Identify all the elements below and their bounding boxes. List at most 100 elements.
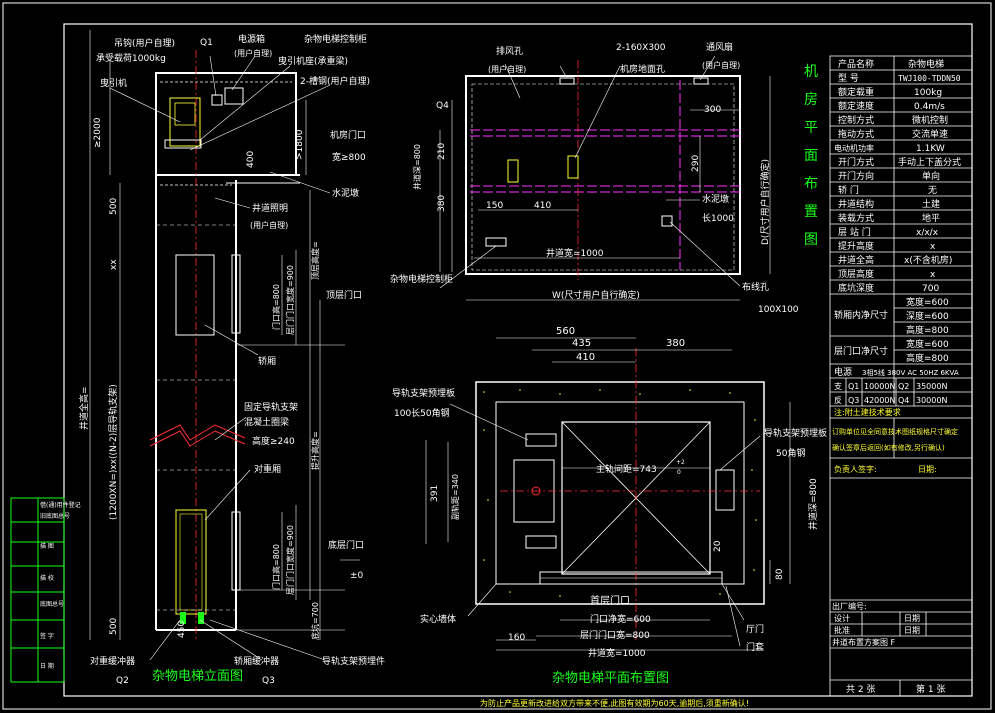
mp-cable-hole-size: 100X100: [758, 305, 799, 315]
mp-controller: 杂物电梯控制柜: [390, 273, 453, 285]
spec-key: 额定载重: [838, 86, 874, 98]
spec-val: 杂物电梯: [908, 58, 944, 70]
mp-depth-d: D(尺寸用户自行确定): [759, 159, 771, 245]
strip-label: 旧底图总号: [40, 512, 70, 520]
sp-d410: 410: [576, 352, 595, 363]
spec-key: 控制方式: [838, 114, 874, 126]
spec-key: 拖动方式: [838, 128, 874, 140]
power-box: [211, 94, 223, 106]
reaction-av: 42000N: [864, 396, 895, 405]
strip-label: 底图总号: [40, 600, 64, 608]
mp-title-char: 图: [804, 232, 818, 248]
reaction-a: Q1: [848, 382, 859, 391]
spec-val: x: [930, 242, 936, 252]
sp-d20: 20: [713, 540, 723, 552]
label-travel-height: 提升高度=: [310, 431, 320, 470]
mp-title-char: 置: [804, 204, 818, 220]
mp-vent-fan: 通风扇: [706, 41, 733, 53]
date1: 日期: [904, 614, 920, 623]
sheet-no: 第 1 张: [916, 683, 945, 695]
mp-shaft-depth: 井道深=800: [412, 144, 422, 190]
elevation-title: 杂物电梯立面图: [152, 669, 243, 684]
mp-d300: 300: [704, 105, 721, 115]
door-size-h: 高度=800: [906, 352, 949, 364]
spec-val: 单向: [922, 170, 940, 182]
floor-hole: [567, 155, 579, 179]
mp-vent-fan-sub: (用户自理): [702, 60, 740, 70]
date2: 日期: [904, 626, 920, 635]
car-size-label: 轿厢内净尺寸: [834, 309, 888, 321]
reaction-label: 支: [834, 381, 842, 391]
factory-no: 出厂编号:: [832, 601, 867, 611]
strip-label: 描 图: [40, 542, 54, 550]
drawing-name: 井道布置方案图 F: [832, 637, 896, 647]
sp-door-label: 首层门口: [590, 594, 630, 607]
spec-key: 产品名称: [838, 58, 874, 70]
spec-val: 1.1KW: [916, 144, 945, 154]
mp-title-char: 房: [804, 92, 818, 108]
label-hall-width2: 层门门口宽度=900: [285, 525, 295, 595]
spec-val: 无: [928, 185, 937, 196]
sp-cw-rail-gap: 副轨距=340: [450, 474, 460, 520]
sp-shaft-depth: 井道深=800: [807, 478, 819, 530]
reaction-bv: 35000N: [916, 382, 947, 391]
spec-key: 底坑深度: [838, 282, 874, 294]
label-q2: Q2: [116, 676, 129, 686]
reaction-b: Q2: [898, 382, 909, 391]
sp-main-rail-gap: 主轨间距=743: [596, 463, 657, 475]
mp-d380: 380: [437, 195, 447, 212]
label-d400: 400: [246, 151, 256, 168]
footer-note: 为防止产品更新改进给双方带来不便,此图有效期为60天,逾期后,须重新确认!: [480, 698, 749, 708]
left-strip: 借(通)用件登记 旧底图总号 描 图 描 校 底图总号 签 字 日 期: [10, 497, 81, 683]
car-size-h: 高度=800: [906, 324, 949, 336]
spec-val: 100kg: [914, 88, 942, 98]
car-frame: [175, 254, 215, 336]
sp-d380: 380: [666, 338, 685, 349]
spec-val: 手动上下盖分式: [898, 156, 961, 168]
strip-label: 借(通)用件登记: [40, 501, 81, 509]
label-controller: 杂物电梯控制柜: [304, 33, 367, 45]
label-traction-machine: 曳引机: [100, 77, 127, 89]
label-d500: 500: [109, 198, 119, 215]
mp-slab-length: 长1000: [702, 212, 734, 224]
label-hoist-hook: 吊钩(用户自理): [114, 37, 175, 49]
cable-hole: [661, 215, 673, 227]
elevation-view: [89, 30, 360, 661]
spec-table: [829, 55, 973, 697]
label-ge1800: >1800: [295, 129, 305, 160]
sign-date: 日期:: [918, 465, 937, 474]
mp-d410: 410: [534, 201, 551, 211]
spec-key: 提升高度: [838, 240, 874, 252]
note-title: 注:附土建技术要求: [834, 407, 901, 417]
label-car-buffer: 轿厢缓冲器: [234, 655, 279, 667]
traction-machine: [169, 97, 201, 147]
spec-key: 顶层高度: [838, 268, 874, 280]
mp-title: 机 房 平 面 布 置 图: [804, 64, 818, 248]
spec-key: 型 号: [838, 73, 859, 84]
label-machine-room-door: 机房门口: [330, 129, 366, 141]
mp-d210: 210: [437, 143, 447, 160]
reaction-label: 反: [834, 395, 842, 405]
mp-q4: Q4: [436, 101, 449, 111]
label-q3: Q3: [262, 676, 275, 686]
power-label: 电源: [834, 366, 852, 378]
sp-solid-wall: 实心墙体: [420, 613, 456, 625]
spec-key: 装载方式: [838, 212, 874, 224]
label-power-box-sub: (用户自理): [234, 48, 272, 58]
sp-d160: 160: [508, 633, 525, 643]
label-d450: 450: [177, 621, 187, 638]
mp-cable-hole: 布线孔: [742, 281, 769, 293]
controller-box: [224, 87, 244, 105]
sp-rail-embed: 导轨支架预埋板: [392, 387, 455, 399]
door-size-label: 层门口净尺寸: [834, 345, 888, 357]
note-line2: 确认签章后返回(如有修改,另行确认): [832, 443, 945, 452]
spec-val: 0.4m/s: [914, 102, 945, 112]
note-line1: 订购单位见全同意技术图纸规格尺寸确定: [832, 427, 958, 436]
mp-vent-hole-sub: (用户自理): [488, 64, 526, 74]
reaction-a: Q3: [848, 396, 859, 405]
sp-hall-clear: 层门门口宽=800: [580, 629, 650, 641]
reaction-bv: 30000N: [916, 396, 947, 405]
spec-key: 轿 门: [838, 184, 859, 196]
sp-d435: 435: [572, 338, 591, 349]
